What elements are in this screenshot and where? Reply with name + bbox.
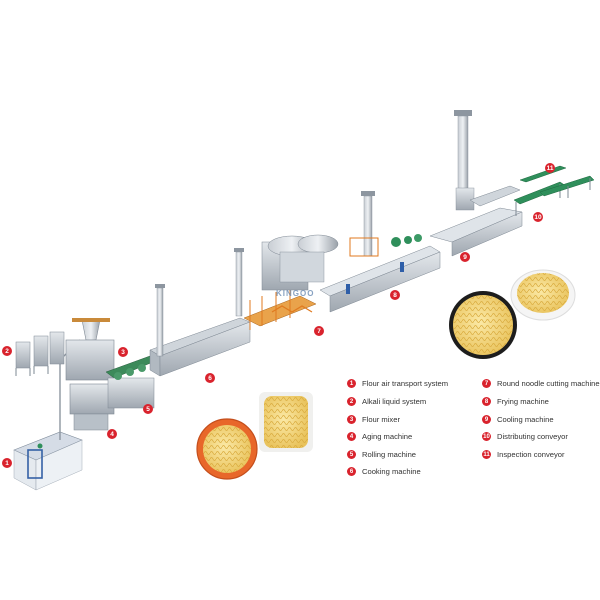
legend-label: Inspection conveyor <box>497 450 565 459</box>
noodle-bowl-image <box>196 418 258 480</box>
legend-item: 7 Round noodle cutting machine <box>482 379 600 388</box>
legend-number: 3 <box>347 415 356 424</box>
legend-label: Flour air transport system <box>362 379 449 388</box>
callout-6: 6 <box>205 373 215 383</box>
legend-item: 8 Frying machine <box>482 397 549 406</box>
rolling-machine <box>105 355 159 409</box>
legend-item: 3 Flour mixer <box>347 415 400 424</box>
legend-number: 1 <box>347 379 356 388</box>
noodle-cake-image-plate <box>510 269 576 321</box>
cooking-machine <box>149 284 251 377</box>
legend-label: Rolling machine <box>362 450 417 459</box>
legend-label: Cooking machine <box>362 467 421 476</box>
legend-label: Aging machine <box>362 432 413 441</box>
legend-number: 11 <box>482 450 491 459</box>
legend-label: Distributing conveyor <box>497 432 568 441</box>
callout-8: 8 <box>390 290 400 300</box>
callout-1: 1 <box>2 458 12 468</box>
legend-label: Cooling machine <box>497 415 554 424</box>
cooling-machine <box>429 110 523 257</box>
flour-mixer <box>65 318 115 381</box>
legend-item: 1 Flour air transport system <box>347 379 448 388</box>
noodle-block-image-square <box>259 392 313 452</box>
callout-2: 2 <box>2 346 12 356</box>
frying-machine <box>319 191 441 313</box>
legend-number: 5 <box>347 450 356 459</box>
callout-7: 7 <box>314 326 324 336</box>
legend-item: 5 Rolling machine <box>347 450 416 459</box>
legend-number: 10 <box>482 432 491 441</box>
legend-item: 9 Cooling machine <box>482 415 554 424</box>
legend-item: 2 Alkali liquid system <box>347 397 426 406</box>
legend-number: 7 <box>482 379 491 388</box>
legend-number: 4 <box>347 432 356 441</box>
legend-item: 4 Aging machine <box>347 432 412 441</box>
callout-10: 10 <box>533 212 543 222</box>
legend-item: 11 Inspection conveyor <box>482 450 565 459</box>
legend-number: 8 <box>482 397 491 406</box>
legend-number: 6 <box>347 467 356 476</box>
aging-machine <box>69 383 115 431</box>
callout-4: 4 <box>107 429 117 439</box>
brand-logo-text: KINGOO <box>276 289 315 298</box>
callout-11: 11 <box>545 163 555 173</box>
noodle-cake-image-large <box>449 291 517 359</box>
round-noodle-cutting-machine <box>234 234 339 330</box>
legend-label: Alkali liquid system <box>362 397 427 406</box>
legend-item: 10 Distributing conveyor <box>482 432 568 441</box>
legend-label: Round noodle cutting machine <box>497 379 600 388</box>
legend-label: Frying machine <box>497 397 549 406</box>
legend-number: 9 <box>482 415 491 424</box>
alkali-liquid-system <box>15 331 65 376</box>
legend-item: 6 Cooking machine <box>347 467 421 476</box>
callout-3: 3 <box>118 347 128 357</box>
callout-5: 5 <box>143 404 153 414</box>
legend-number: 2 <box>347 397 356 406</box>
callout-9: 9 <box>460 252 470 262</box>
legend-label: Flour mixer <box>362 415 400 424</box>
